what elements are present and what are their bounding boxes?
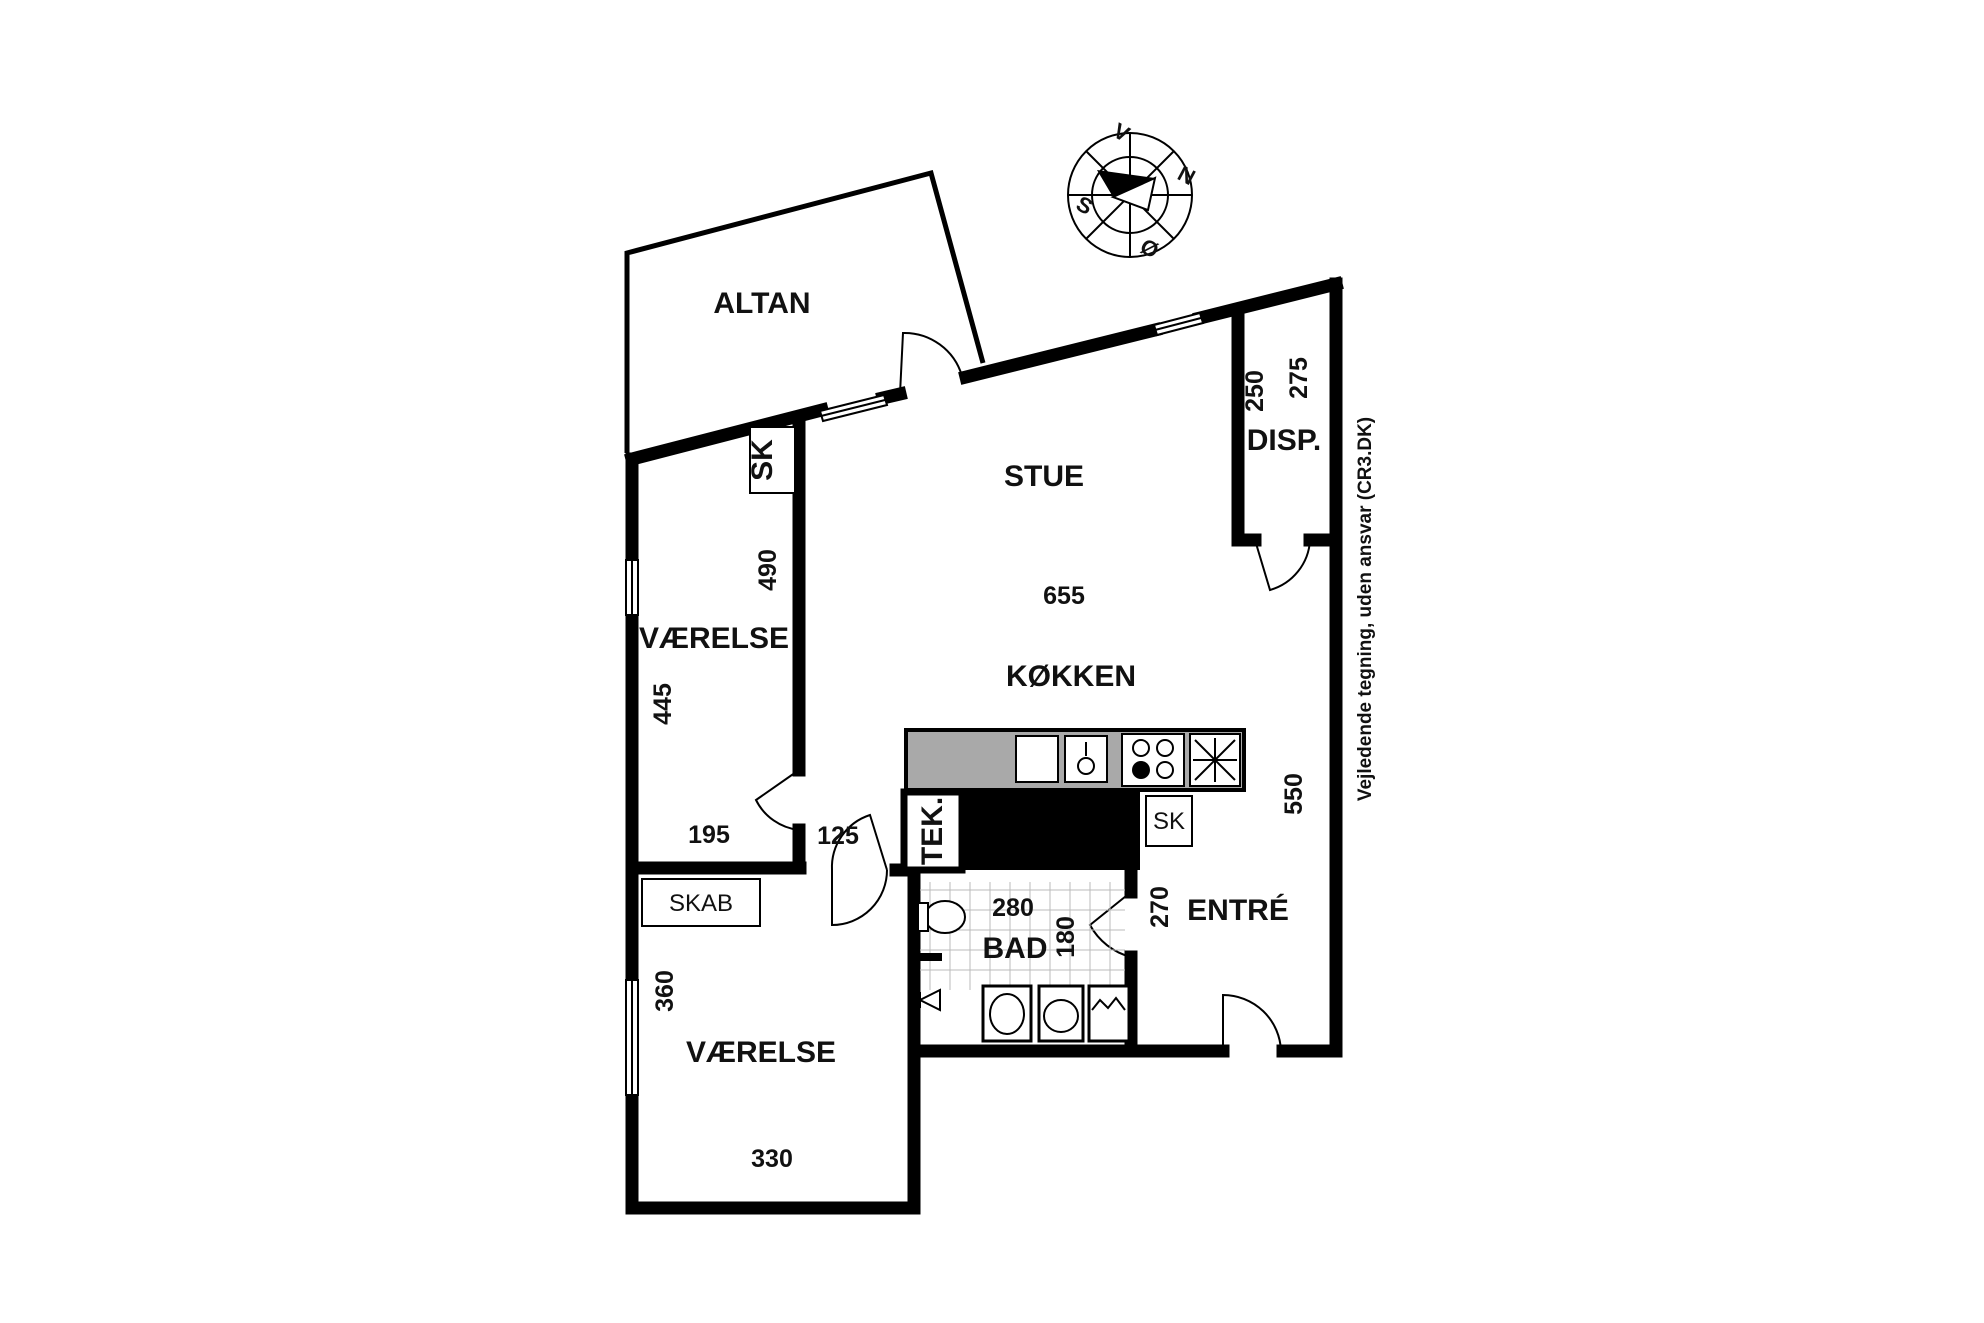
dimension-330: 330 — [751, 1145, 793, 1173]
bathroom-fixtures — [912, 882, 1131, 1043]
room-label-vaerelse-top: VÆRELSE — [639, 622, 789, 655]
compass-oe-label: Ø — [1136, 233, 1163, 263]
dimension-180: 180 — [1052, 916, 1080, 958]
room-label-entre: ENTRÉ — [1187, 893, 1289, 927]
kitchen-counter — [904, 728, 1246, 792]
fixture-label-skab: SKAB — [669, 890, 733, 917]
dimension-550: 550 — [1280, 773, 1308, 815]
dimension-195: 195 — [688, 821, 730, 849]
dimension-250: 250 — [1241, 370, 1269, 412]
room-label-disp: DISP. — [1247, 424, 1322, 457]
dimension-270: 270 — [1146, 886, 1174, 928]
disclaimer-text: Vejledende tegning, uden ansvar (CR3.DK) — [1355, 417, 1376, 801]
dimension-360: 360 — [651, 970, 679, 1012]
compass-n-label: N — [1174, 161, 1200, 191]
room-label-bad: BAD — [983, 932, 1048, 965]
altan-outline — [624, 169, 986, 453]
windows — [625, 311, 1205, 1096]
dimension-445: 445 — [649, 683, 677, 725]
fixture-label-sk-entre: SK — [1153, 808, 1185, 835]
dimension-275: 275 — [1285, 357, 1313, 399]
fixture-label-tek: TEK. — [916, 797, 949, 865]
fixture-label-sk-top: SK — [746, 439, 779, 481]
room-label-stue: STUE — [1004, 460, 1084, 493]
room-label-altan: ALTAN — [713, 287, 810, 320]
dimension-490: 490 — [754, 549, 782, 591]
technical-core — [641, 426, 1193, 927]
room-label-koekken: KØKKEN — [1006, 660, 1136, 693]
room-label-vaerelse-bottom: VÆRELSE — [686, 1036, 836, 1069]
dimension-280: 280 — [992, 894, 1034, 922]
compass-rose-icon — [1067, 132, 1193, 258]
dimension-655: 655 — [1043, 582, 1085, 610]
dimension-125: 125 — [817, 822, 859, 850]
